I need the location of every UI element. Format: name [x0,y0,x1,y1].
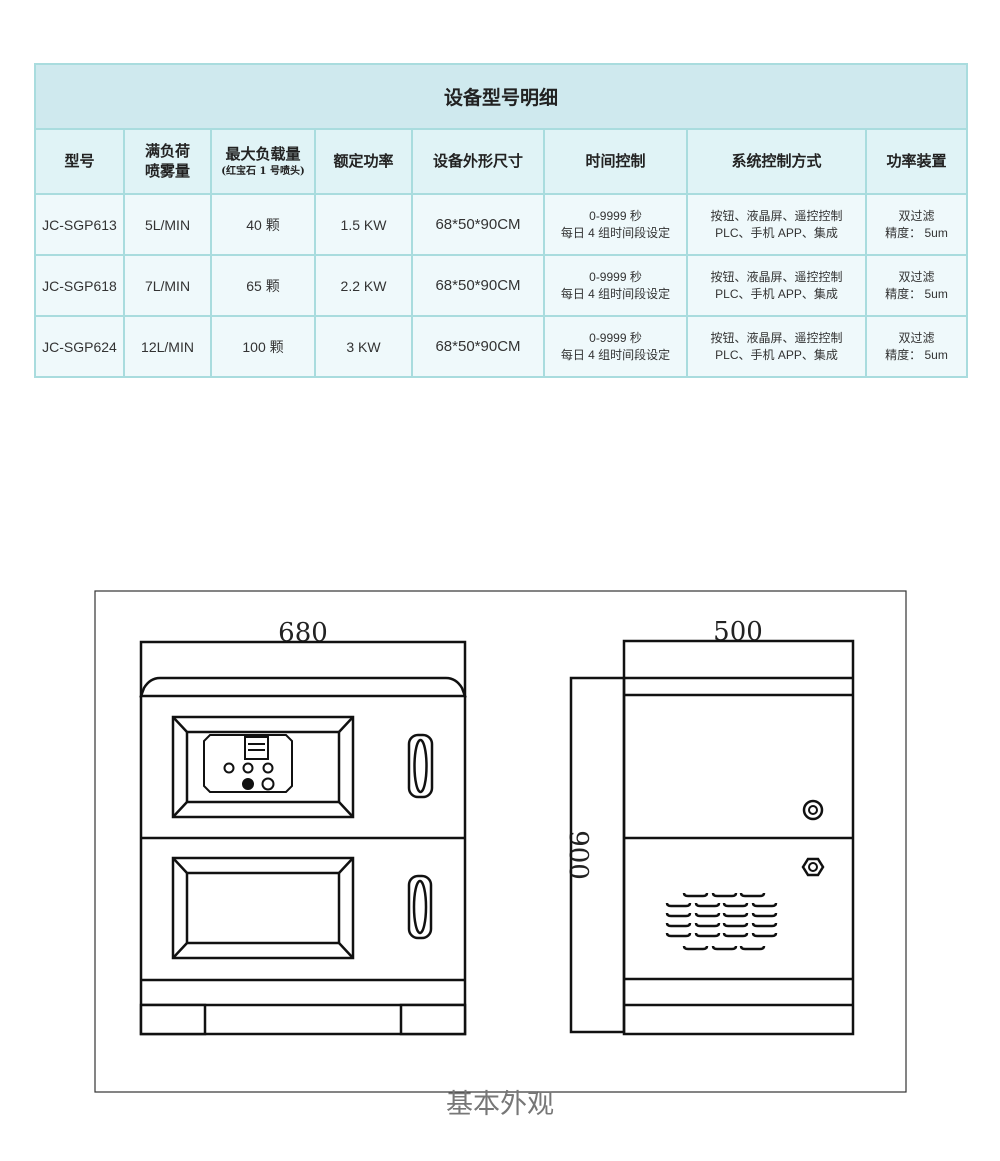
header-device: 功率装置 [864,128,969,195]
cell-size: 68*50*90CM [411,193,545,256]
table-title: 设备型号明细 [33,63,969,130]
table-row: JC-SGP624 12L/MIN 100 颗 3 KW 68*50*90CM … [34,315,969,378]
vent-slot [682,945,709,951]
front-view: 680 [139,618,467,1036]
vent-slot [739,892,766,898]
model-spec-table: 设备型号明细 型号 满负荷喷雾量 最大负载量(红宝石 1 号喷头) 额定功率 设… [33,63,969,378]
device-line2: 精度： 5um [885,225,948,240]
control-panel [203,734,293,793]
cell-power: 2.2 KW [314,254,413,317]
table-header-row: 型号 满负荷喷雾量 最大负载量(红宝石 1 号喷头) 额定功率 设备外形尺寸 时… [34,128,969,195]
cell-device: 双过滤精度： 5um [864,193,969,256]
device-line2: 精度： 5um [885,286,948,301]
header-spray-line1: 满负荷 [144,142,190,160]
vent-slot [665,902,692,908]
control-line2: PLC、手机 APP、集成 [715,225,838,240]
drawing-frame [94,590,907,1093]
cell-load: 40 颗 [210,193,316,256]
header-load-label: 最大负载量 [225,145,301,164]
device-line1: 双过滤 [898,270,935,285]
vent-slot [751,902,778,908]
header-power: 额定功率 [314,128,413,195]
control-line2: PLC、手机 APP、集成 [715,347,838,362]
header-spray: 满负荷喷雾量 [123,128,212,195]
screw-icon [802,799,824,821]
vent-slot [665,932,692,938]
time-schedule: 每日 4 组时间段设定 [560,347,671,362]
side-view: 500 900 [563,617,855,1036]
device-line2: 精度： 5um [885,347,948,362]
vent-slot [665,912,692,918]
vent-slot [722,922,749,928]
vent-slot [739,945,766,951]
vent-slot [682,892,709,898]
cell-device: 双过滤精度： 5um [864,315,969,378]
vent-slot [722,932,749,938]
time-schedule: 每日 4 组时间段设定 [560,286,671,301]
vent-slot [722,912,749,918]
vent-slots [665,892,778,951]
vent-slot [751,922,778,928]
header-control: 系统控制方式 [686,128,867,195]
cell-time: 0-9999 秒每日 4 组时间段设定 [543,254,688,317]
control-line1: 按钮、液晶屏、遥控控制 [710,209,843,224]
cell-size: 68*50*90CM [411,315,545,378]
vent-slot [694,902,721,908]
top-band [139,676,467,698]
drawing-caption: 基本外观 [446,1089,554,1120]
header-model: 型号 [34,128,125,195]
table-row: JC-SGP613 5L/MIN 40 颗 1.5 KW 68*50*90CM … [34,193,969,256]
cell-spray: 12L/MIN [123,315,212,378]
vent-slot [711,945,738,951]
header-load-sub: (红宝石 1 号喷头) [221,165,305,177]
control-line2: PLC、手机 APP、集成 [715,286,838,301]
vent-slot [751,932,778,938]
time-range: 0-9999 秒 [589,331,642,346]
vent-slot [694,922,721,928]
cell-spray: 7L/MIN [123,254,212,317]
cell-load: 100 颗 [210,315,316,378]
control-line1: 按钮、液晶屏、遥控控制 [710,331,843,346]
time-range: 0-9999 秒 [589,209,642,224]
vent-slot [694,912,721,918]
control-line1: 按钮、液晶屏、遥控控制 [710,270,843,285]
device-line1: 双过滤 [898,209,935,224]
header-time: 时间控制 [543,128,688,195]
cell-load: 65 颗 [210,254,316,317]
header-size: 设备外形尺寸 [411,128,545,195]
vent-slot [665,922,692,928]
width-dimension: 680 [278,618,328,648]
cell-power: 1.5 KW [314,193,413,256]
cell-time: 0-9999 秒每日 4 组时间段设定 [543,315,688,378]
cell-time: 0-9999 秒每日 4 组时间段设定 [543,193,688,256]
vent-slot [722,902,749,908]
vent-slot [751,912,778,918]
door-handle-icon [407,874,433,940]
vent-slot [711,892,738,898]
time-schedule: 每日 4 组时间段设定 [560,225,671,240]
height-dimension: 900 [563,830,593,880]
device-line1: 双过滤 [898,331,935,346]
cell-model: JC-SGP624 [34,315,125,378]
cell-model: JC-SGP618 [34,254,125,317]
cell-model: JC-SGP613 [34,193,125,256]
hex-nut-icon [801,857,825,877]
cell-size: 68*50*90CM [411,254,545,317]
door-handle-icon [407,733,434,799]
cell-power: 3 KW [314,315,413,378]
cell-spray: 5L/MIN [123,193,212,256]
vent-slot [694,932,721,938]
cell-device: 双过滤精度： 5um [864,254,969,317]
header-spray-line2: 喷雾量 [144,161,190,180]
table-row: JC-SGP618 7L/MIN 65 颗 2.2 KW 68*50*90CM … [34,254,969,317]
depth-dimension: 500 [713,617,763,647]
header-load: 最大负载量(红宝石 1 号喷头) [210,128,316,195]
time-range: 0-9999 秒 [589,270,642,285]
